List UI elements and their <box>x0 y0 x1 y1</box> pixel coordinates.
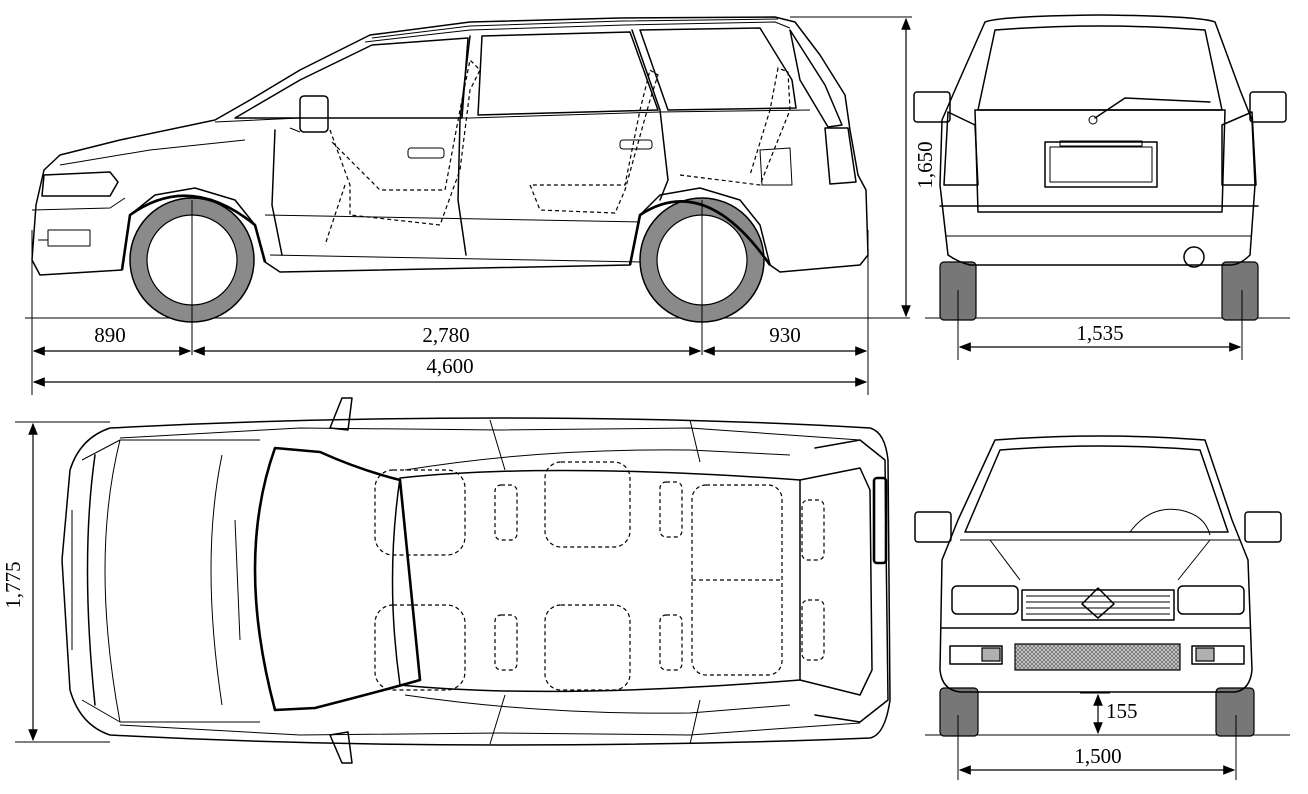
side-view <box>25 16 910 395</box>
top-passenger-seat <box>374 604 466 691</box>
overall-length-label: 4,600 <box>426 354 473 378</box>
top-second-row-seat-left <box>544 461 631 548</box>
front-door-handle <box>407 147 445 159</box>
overall-width-label: 1,775 <box>1 561 25 608</box>
front-left-headlamp <box>951 585 1019 615</box>
front-left-mirror <box>914 511 952 543</box>
side-tail-lamp <box>824 127 857 185</box>
front-right-headlamp <box>1177 585 1245 615</box>
side-middle-seat-outline <box>529 69 659 214</box>
rear-left-mirror <box>913 91 951 123</box>
top-rear-spoiler <box>872 476 888 565</box>
side-body-outline <box>31 16 869 276</box>
rear-wiper <box>1094 97 1211 119</box>
side-headlamp <box>41 171 119 197</box>
front-overhang-label: 890 <box>94 323 126 347</box>
front-lower-intake <box>1014 643 1181 671</box>
front-windscreen <box>964 445 1229 533</box>
rear-body-outline <box>939 14 1256 266</box>
top-left-mirror <box>329 397 353 431</box>
height-label: 1,650 <box>913 141 937 188</box>
front-right-tyre <box>1215 687 1255 737</box>
front-left-fog-lamp <box>949 645 1003 665</box>
top-second-row-seat-right <box>544 604 631 691</box>
top-third-row-seat <box>691 484 783 676</box>
wheelbase-label: 2,780 <box>422 323 469 347</box>
side-front-window <box>234 37 469 119</box>
rear-overhang-label: 930 <box>769 323 801 347</box>
side-middle-window <box>477 31 659 116</box>
front-track-label: 1,500 <box>1074 744 1121 768</box>
side-rear-window <box>639 27 797 111</box>
front-right-mirror <box>1244 511 1282 543</box>
top-body-outline <box>61 417 891 746</box>
top-roof-panel <box>391 469 801 693</box>
side-mirror <box>299 95 329 133</box>
exhaust-pipe <box>1183 246 1205 268</box>
ground-clearance-label: 155 <box>1106 699 1138 723</box>
rear-view: 1,535 <box>913 14 1290 360</box>
side-rear-seat-outline <box>679 67 791 186</box>
side-fog-lamp <box>47 229 91 247</box>
top-view: 1,775 <box>1 397 891 764</box>
rear-track-label: 1,535 <box>1076 321 1123 345</box>
front-body-outline <box>939 435 1253 693</box>
side-dimensions: 890 2,780 930 4,600 1,650 <box>32 16 937 387</box>
side-front-seat-outline <box>329 58 481 226</box>
front-left-tyre <box>939 687 979 737</box>
top-right-mirror <box>329 731 353 764</box>
rear-license-plate <box>1044 141 1158 188</box>
front-wiper-arc <box>1129 508 1211 536</box>
rear-right-mirror <box>1249 91 1287 123</box>
top-driver-seat <box>374 469 466 556</box>
front-view: 155 1,500 <box>914 435 1290 780</box>
front-right-fog-lamp <box>1191 645 1245 665</box>
rear-right-tail-lamp <box>1221 111 1257 186</box>
sliding-door-handle <box>619 139 653 150</box>
rear-left-tail-lamp <box>943 111 979 186</box>
top-windscreen <box>253 446 422 712</box>
rear-right-tyre <box>1221 261 1259 321</box>
front-grille <box>1021 589 1175 621</box>
rear-window <box>977 25 1223 111</box>
